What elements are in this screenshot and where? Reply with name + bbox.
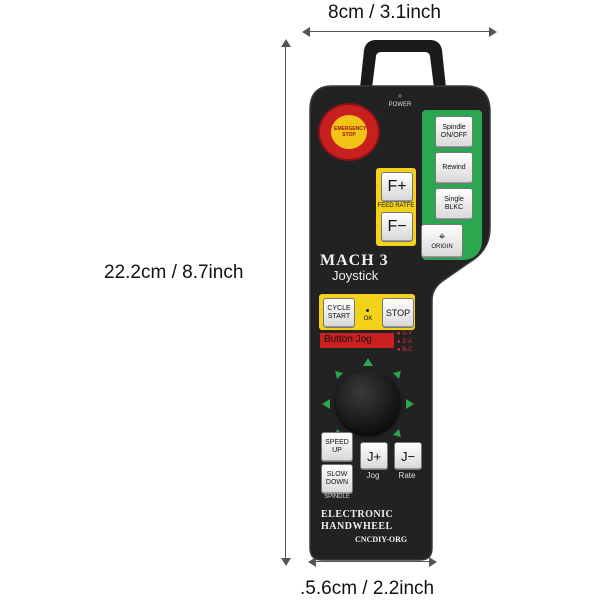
arrow-up-icon: [281, 39, 291, 47]
power-label: POWER: [388, 102, 412, 108]
spindle-footer-label: SPINDLE: [324, 494, 350, 500]
footer-handwheel: HANDWHEEL: [321, 521, 393, 532]
cycle-start-label: CYCLE START: [327, 305, 351, 320]
brand-title: MACH 3: [320, 252, 389, 269]
footer-electronic: ELECTRONIC: [321, 509, 394, 520]
rate-label: Rate: [398, 471, 416, 480]
estop-label: EMERGENCY STOP: [334, 126, 367, 138]
origin-crosshair-icon: ⌖: [438, 230, 446, 243]
origin-label: ORIGIN: [431, 243, 453, 250]
jog-label: Jog: [366, 471, 380, 480]
joystick-knob[interactable]: [336, 370, 400, 434]
feed-minus-label: F−: [387, 218, 407, 235]
single-label: Single BLKC: [444, 196, 464, 211]
jog-minus-button[interactable]: J−: [394, 442, 422, 470]
speed-up-label: SPEED UP: [325, 439, 349, 454]
feed-minus-button[interactable]: F−: [381, 212, 413, 242]
feed-rate-label: FEED RATFE: [377, 203, 415, 209]
spindle-label: Spindle ON/OFF: [440, 124, 468, 139]
jog-minus-label: J−: [400, 448, 416, 464]
stop-label: STOP: [385, 308, 411, 318]
button-jog-label: Button Jog: [324, 334, 372, 345]
axis-xy-label: X-Y: [402, 331, 413, 337]
cycle-start-button[interactable]: CYCLE START: [323, 298, 355, 328]
width-top-line: [308, 31, 490, 32]
jog-plus-label: J+: [366, 448, 382, 464]
slow-down-label: SLOW DOWN: [325, 471, 349, 486]
axis-bc-label: B-C: [402, 347, 413, 353]
emergency-stop-button[interactable]: EMERGENCY STOP: [320, 105, 378, 159]
origin-button[interactable]: ⌖ ORIGIN: [421, 224, 463, 258]
footer-brand: CNCDIY-ORG: [355, 535, 408, 544]
arrow-left-icon: [308, 557, 316, 567]
axis-list: ● X-Y ● Z-A ● B-C: [397, 330, 427, 354]
single-block-button[interactable]: Single BLKC: [435, 188, 473, 220]
ok-dot-icon: [366, 309, 369, 312]
slow-down-button[interactable]: SLOW DOWN: [321, 464, 353, 494]
speed-up-button[interactable]: SPEED UP: [321, 432, 353, 462]
feed-plus-button[interactable]: F+: [381, 172, 413, 202]
height-left-label: 22.2cm / 8.7inch: [104, 262, 244, 283]
feed-plus-label: F+: [387, 178, 407, 195]
button-jog-panel: [320, 333, 394, 348]
rewind-button[interactable]: Rewind: [435, 152, 473, 184]
spindle-toggle-button[interactable]: Spindle ON/OFF: [435, 116, 473, 148]
axis-za: ● Z-A: [397, 339, 412, 345]
arrow-left-icon: [302, 27, 310, 37]
height-left-line: [285, 44, 286, 562]
arrow-down-icon: [281, 558, 291, 566]
arrow-right-icon: [489, 27, 497, 37]
axis-xy: ● X-Y: [397, 331, 413, 337]
axis-bc: ● B-C: [397, 347, 413, 353]
axis-za-label: Z-A: [402, 339, 412, 345]
stop-button[interactable]: STOP: [382, 298, 414, 328]
width-bottom-label: .5.6cm / 2.2inch: [300, 578, 435, 599]
emergency-stop-inner: EMERGENCY STOP: [331, 115, 367, 149]
width-top-label: 8cm / 3.1inch: [328, 2, 441, 23]
rewind-label: Rewind: [442, 164, 466, 171]
power-led-icon: [398, 94, 402, 98]
arrow-right-icon: [429, 557, 437, 567]
brand-subtitle: Joystick: [332, 268, 379, 283]
ok-label: OK: [363, 316, 373, 322]
jog-plus-button[interactable]: J+: [360, 442, 388, 470]
width-bottom-line: [314, 561, 430, 562]
